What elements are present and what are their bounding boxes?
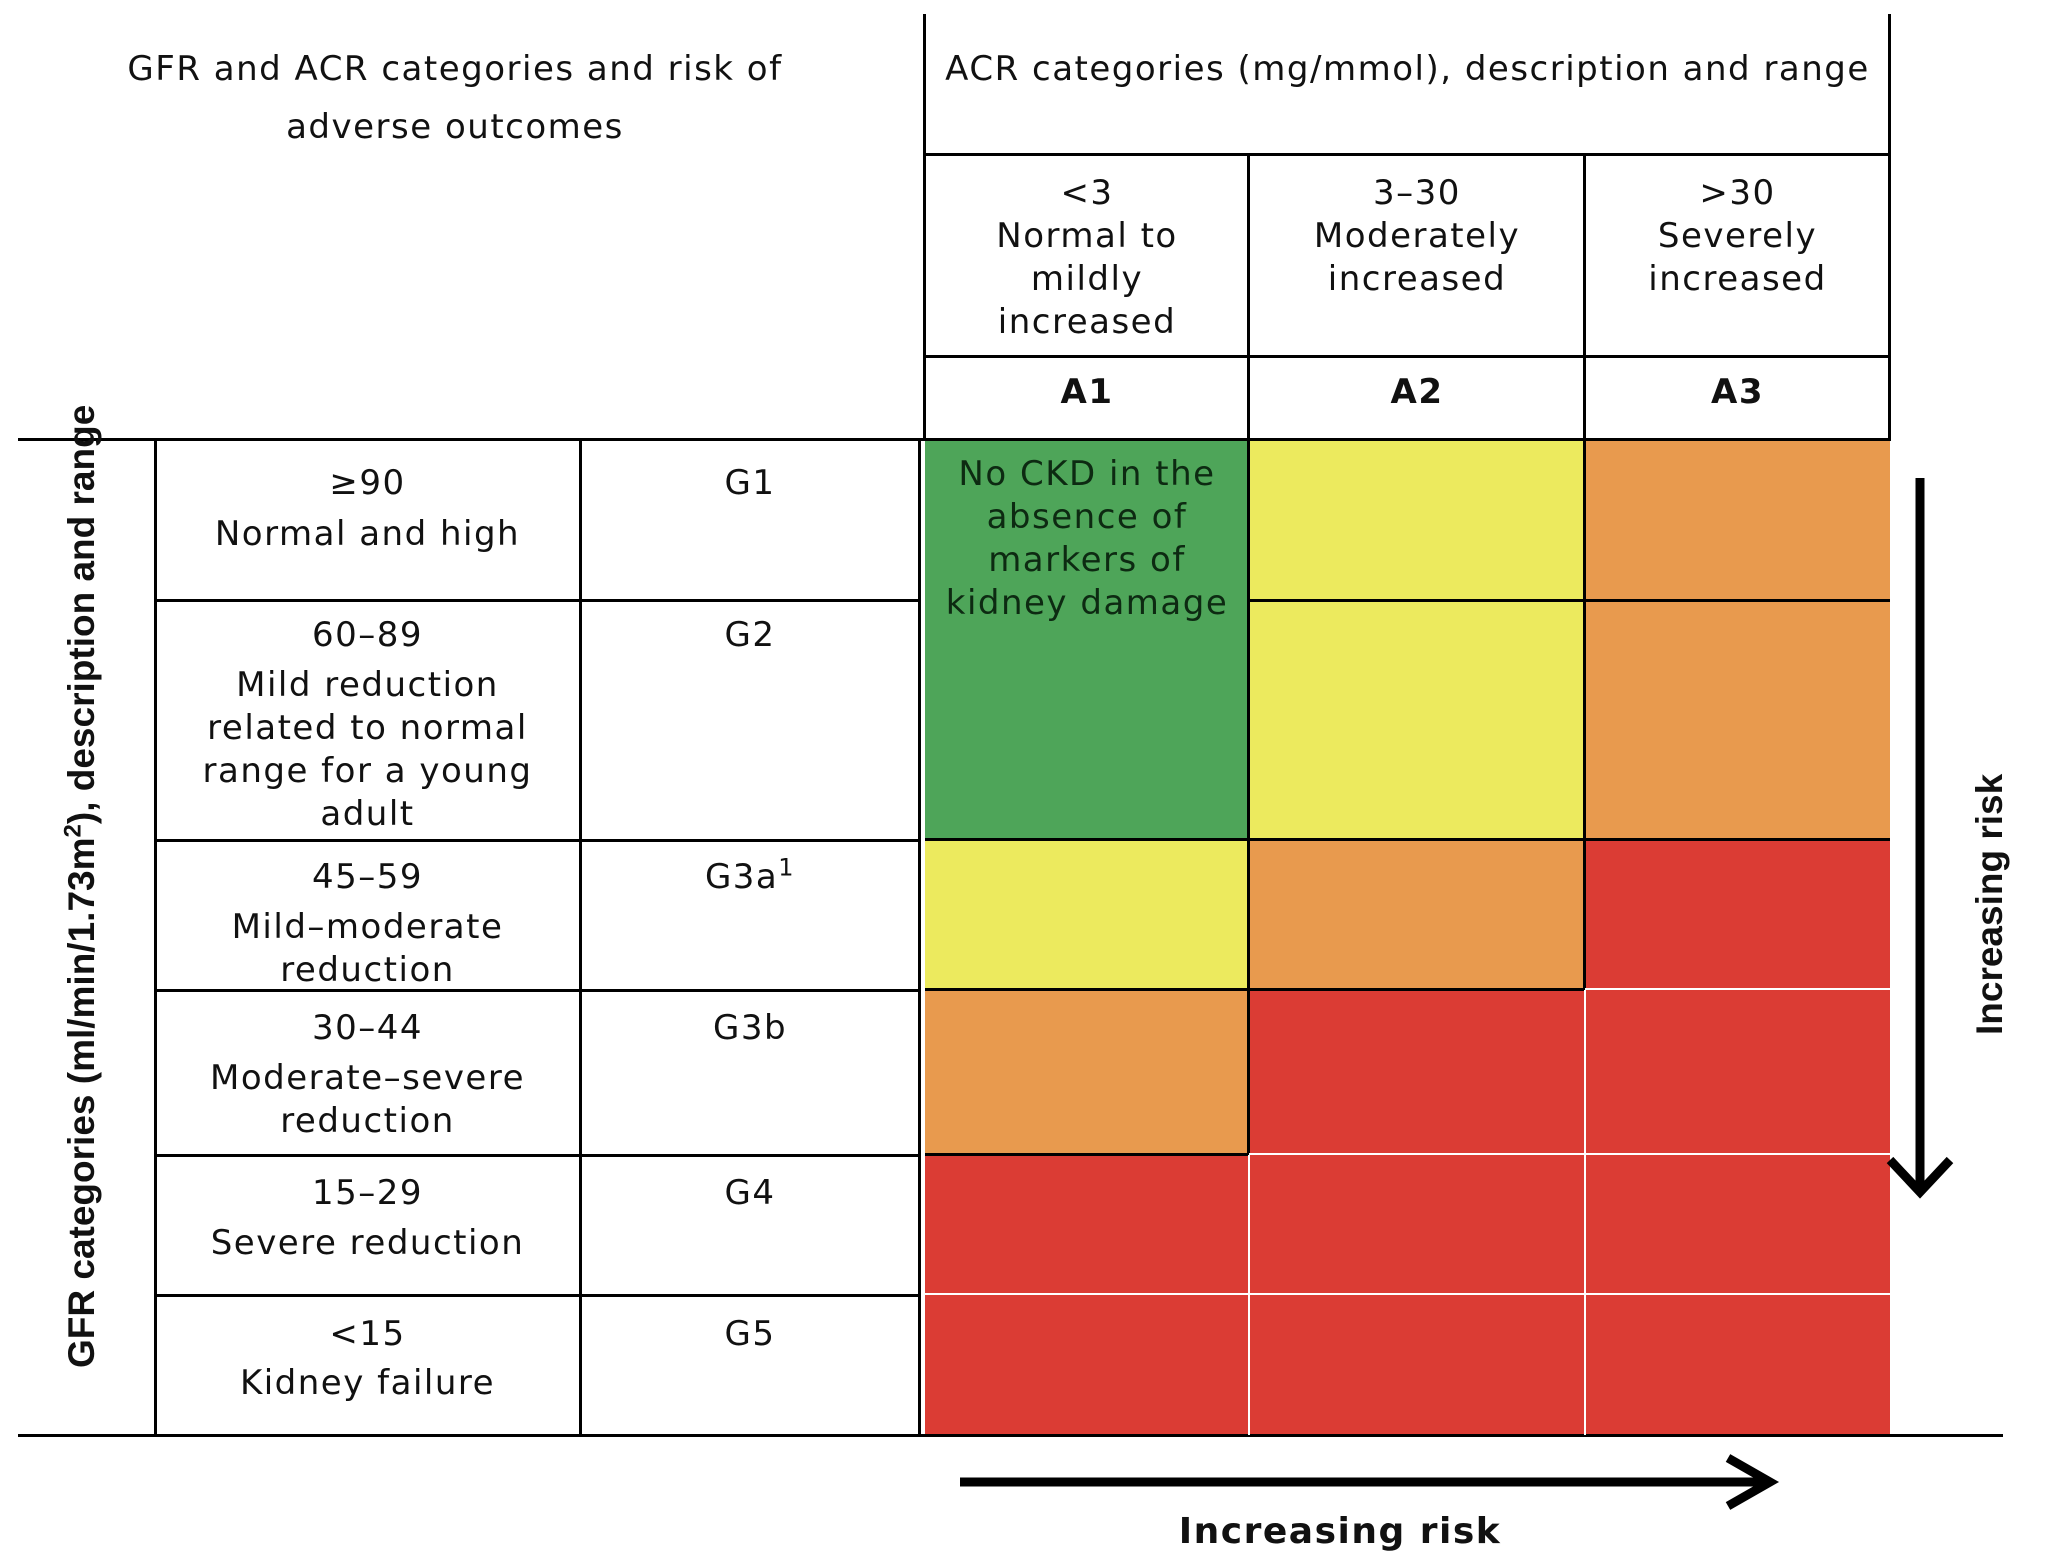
cell-divider-white (925, 1293, 1890, 1295)
gfr-g2-description: Mild reduction related to normal range f… (202, 665, 533, 834)
risk-cell-g1-a1 (925, 440, 1249, 600)
table-line (154, 1154, 919, 1157)
table-line (925, 1153, 1249, 1156)
table-line (1888, 14, 1891, 440)
table-line (18, 1434, 2003, 1437)
acr-a3-description: Severely increased (1648, 216, 1827, 299)
table-line (154, 440, 157, 1435)
gfr-g4-description: Severe reduction (210, 1223, 525, 1263)
table-title: GFR and ACR categories and risk of adver… (127, 49, 783, 147)
gfr-g3a-description: Mild–moderate reduction (231, 907, 504, 990)
vertical-increasing-risk-label: Increasing risk (1969, 773, 2010, 1035)
gfr-g1-code: G1 (724, 463, 776, 503)
table-line (154, 599, 919, 602)
risk-cell-g3a-a2 (1249, 840, 1585, 990)
cell-divider-white (1249, 1153, 1890, 1155)
risk-cell-g3b-a3 (1585, 990, 1890, 1155)
horizontal-risk-arrow (960, 1454, 1780, 1510)
table-line (1249, 838, 1890, 841)
table-line (579, 440, 582, 1435)
gfr-g3b-description: Moderate–severe reduction (209, 1058, 526, 1141)
acr-a1-range: <3 (1060, 173, 1114, 213)
risk-cell-g1-a3 (1585, 440, 1890, 600)
table-line (925, 838, 1249, 841)
gfr-g4-range: 15–29 (311, 1173, 424, 1213)
cell-divider-white (1248, 1155, 1250, 1435)
table-line (923, 355, 1891, 358)
table-line (1249, 599, 1890, 602)
acr-a1-description: Normal to mildly increased (996, 216, 1178, 342)
gfr-g1-description: Normal and high (214, 514, 521, 554)
risk-cell-g3b-a1 (925, 990, 1249, 1155)
risk-cell-g5-a2 (1249, 1295, 1585, 1435)
risk-cell-g5-a3 (1585, 1295, 1890, 1435)
table-line (923, 153, 1891, 156)
risk-cell-g1-a2 (1249, 440, 1585, 600)
table-line (154, 839, 919, 842)
risk-cell-g4-a1 (925, 1155, 1249, 1295)
risk-cell-g3b-a2 (1249, 990, 1585, 1155)
risk-cell-g3a-a3 (1585, 840, 1890, 990)
table-line (1583, 840, 1586, 990)
cell-divider-white (1585, 988, 1890, 990)
vertical-risk-arrow (1886, 478, 1954, 1199)
table-line (18, 438, 1891, 441)
gfr-g2-range: 60–89 (311, 615, 424, 655)
gfr-g5-code: G5 (724, 1314, 776, 1354)
acr-categories-header: ACR categories (mg/mmol), description an… (945, 49, 1870, 89)
horizontal-increasing-risk-label: Increasing risk (1178, 1511, 1502, 1552)
table-line (923, 14, 926, 440)
acr-a3-range: >30 (1699, 173, 1776, 213)
gfr-g3a-code: G3a1 (704, 853, 796, 897)
risk-cell-g5-a1 (925, 1295, 1249, 1435)
risk-cell-g3a-a1 (925, 840, 1249, 990)
gfr-g3a-range: 45–59 (311, 857, 424, 897)
table-line (154, 989, 919, 992)
gfr-g5-description: Kidney failure (239, 1363, 496, 1403)
table-line (1247, 155, 1250, 440)
table-line (1247, 840, 1250, 990)
gfr-g4-code: G4 (724, 1173, 776, 1213)
table-line (1583, 155, 1586, 440)
acr-a2-range: 3–30 (1373, 173, 1461, 213)
table-line (1247, 990, 1250, 1155)
acr-a2-description: Moderately increased (1313, 216, 1521, 299)
gfr-g1-range: ≥90 (329, 463, 406, 503)
risk-cell-g2-a2 (1249, 600, 1585, 840)
gfr-g3b-range: 30–44 (311, 1008, 424, 1048)
no-ckd-note: No CKD in the absence of markers of kidn… (945, 454, 1229, 623)
table-line (154, 1294, 919, 1297)
risk-cell-g4-a3 (1585, 1155, 1890, 1295)
risk-cell-g2-a1 (925, 600, 1249, 840)
acr-a1-code: A1 (1060, 372, 1114, 412)
gfr-categories-axis-label: GFR categories (ml/min/1.73m2), descript… (59, 404, 102, 1368)
acr-a3-code: A3 (1711, 372, 1764, 412)
risk-cell-g4-a2 (1249, 1155, 1585, 1295)
table-line (1247, 440, 1250, 840)
cell-divider-white (1584, 990, 1586, 1435)
footnote-marker: 1 (778, 853, 796, 882)
risk-cell-g2-a3 (1585, 600, 1890, 840)
table-line (918, 440, 921, 1435)
table-line (1583, 440, 1586, 840)
table-line (925, 988, 1585, 991)
acr-a2-code: A2 (1390, 372, 1444, 412)
gfr-g3b-code: G3b (712, 1008, 788, 1048)
gfr-g2-code: G2 (724, 615, 776, 655)
gfr-g5-range: <15 (329, 1314, 406, 1354)
